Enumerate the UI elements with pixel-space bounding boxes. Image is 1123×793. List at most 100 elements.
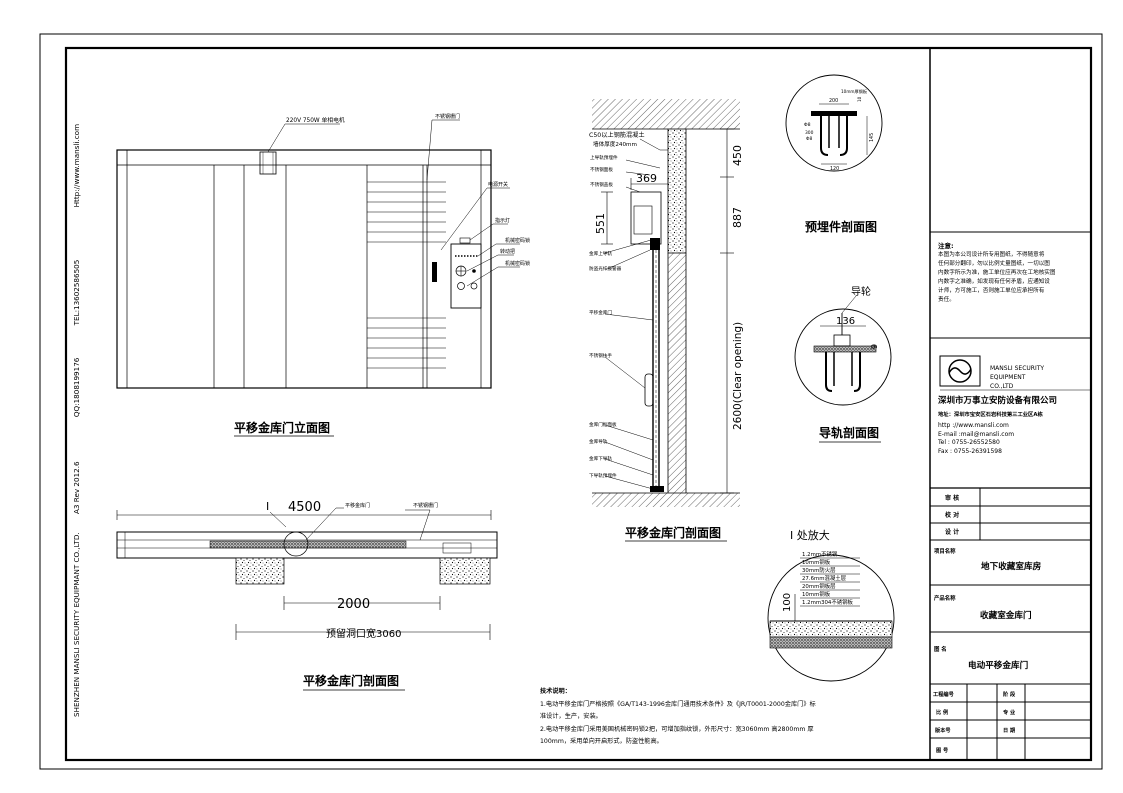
tb-cell: 工程编号 (933, 690, 954, 698)
section-label: 防盗光纤报警器 (589, 265, 622, 272)
section-label: 下导轨预埋件 (589, 472, 617, 479)
section-label: 平移金库门 (589, 309, 612, 316)
elevation-louvers-bottom (367, 317, 446, 369)
company-en-line: CO.,LTD (990, 383, 1014, 390)
tb-cell: 比 例 (936, 708, 948, 716)
notes-heading: 注意: (938, 242, 954, 250)
plan-dim-opening: 预留洞口宽3060 (326, 627, 401, 640)
tb-drawing: 电动平移金库门 (968, 659, 1029, 671)
enlarge-layer: 10mm钢板 (802, 558, 831, 566)
enlarge-layer: 20mm钢板层 (802, 582, 836, 590)
notes-line: 计师，方可施工，否则施工单位应承担所有 (938, 288, 1045, 294)
section-label: 金库上导轨 (589, 250, 612, 257)
side-web: Http://www.mansli.com (72, 123, 81, 208)
company-en-line: EQUIPMENT (990, 374, 1026, 381)
tb-cell: 专 业 (1003, 708, 1015, 716)
company-fax: Fax : 0755-26391598 (938, 447, 1002, 455)
tb-product-label: 产品名称 (934, 594, 956, 602)
notes-line: 内数字之准确，如发现有任何矛盾，应通知设 (938, 279, 1050, 285)
label-motor: 220V 750W 单相电机 (286, 116, 345, 124)
rail-detail (794, 295, 892, 406)
side-rev: A3 Rev 2012.6 (72, 461, 81, 514)
plan-dim-width: 4500 (288, 500, 321, 515)
embed-dim-145: 145 (869, 133, 875, 142)
rail-dim-9: 9 (870, 344, 879, 349)
company-email: E-mail :mail@mansli.com (938, 430, 1015, 438)
embed-dim-300: 300 (805, 130, 814, 136)
side-qq: QQ:1808199176 (72, 357, 81, 418)
plan-detail-mark: I (266, 500, 269, 513)
tb-drawing-label: 图 名 (934, 645, 947, 653)
enlarge-layer: 1.2mm不锈钢 (802, 550, 837, 558)
notes-line: 内数字所示为准，施工单位应再次在工地核实图 (938, 270, 1056, 276)
tb-cell: 日 期 (1003, 726, 1015, 734)
section-view (592, 99, 740, 507)
plan-view (116, 507, 498, 640)
label-grille-door: 不锈钢栅门 (435, 113, 460, 120)
notes-line: 任何部分翻印，勿以比例丈量图纸，一切以图 (938, 261, 1050, 267)
tb-cell: 阶 段 (1003, 690, 1016, 698)
plan-title: 平移金库门剖面图 (303, 673, 399, 688)
embed-dim-10: 10 (857, 96, 862, 102)
enlarge-layer: 10mm钢板 (802, 590, 831, 598)
tech-notes: 技术说明： 1.电动平移金库门严格按照《GA/T143-1996金库门通用技术条… (540, 686, 900, 749)
company-name-en: MANSLI SECURITY EQUIPMENT CO.,LTD (990, 364, 1044, 391)
company-address: 地址：深圳市宝安区石岩科技第三工业区A栋 (938, 412, 1043, 418)
notes-panel: 注意: 本图为本公司设计所专用图纸，不得随意将 任何部分翻印，勿以比例丈量图纸，… (938, 242, 1088, 305)
section-label: 不锈钢面板 (590, 166, 613, 173)
section-label: 金库门框面板 (589, 421, 617, 428)
company-web: http ://www.mansli.com (938, 422, 1009, 429)
tech-heading: 技术说明： (540, 688, 571, 695)
enlarge-layer-labels: 1.2mm不锈钢 10mm钢板 30mm防火层 27.6mm混凝土层 20mm钢… (802, 550, 854, 606)
enlarge-detail (767, 554, 895, 682)
title-block-grid (930, 488, 1091, 760)
embed-dim-120: 120 (830, 166, 839, 172)
tb-check-label: 校 对 (945, 511, 959, 519)
sheet-frame (39, 33, 1103, 770)
tb-cell: 图 号 (936, 746, 948, 754)
company-tel: Tel : 0755-26552580 (938, 439, 1000, 447)
enlarge-layer: 1.2mm304不锈钢板 (802, 598, 854, 606)
elevation-leaders (267, 119, 520, 287)
tb-cell: 版本号 (934, 726, 951, 734)
notes-line: 责任。 (938, 297, 955, 303)
company-panel: MANSLI SECURITY EQUIPMENT CO.,LTD 深圳市万事立… (938, 340, 1090, 490)
side-info-strip: SHENZHEN MANSLI SECURITY EQUIPMANT CO.,L… (72, 124, 81, 717)
section-concrete-note-2: 墙体厚度240mm (593, 140, 637, 148)
embed-detail (785, 74, 883, 172)
section-dim-2600: 2600(Clear opening) (732, 322, 744, 430)
embed-dim-phi: Φ8 (804, 122, 811, 128)
section-title: 平移金库门剖面图 (625, 525, 721, 540)
section-label: 不锈钢扶手 (589, 352, 612, 359)
tb-review-label: 审 核 (945, 494, 959, 502)
section-side-labels: 上导轨预埋件 不锈钢面板 不锈钢盖板 金库上导轨 防盗光纤报警器 平移金库门 不… (589, 154, 622, 479)
company-contact: http ://www.mansli.com E-mail :mail@mans… (938, 422, 1014, 456)
tb-product: 收藏室金库门 (980, 609, 1032, 621)
company-name-cn: 深圳市万事立安防设备有限公司 (938, 396, 1058, 406)
tech-line: 2.电动平移金库门采用美国机械密码锁2把，可增加指纹锁，外形尺寸：宽3060mm… (540, 725, 814, 733)
tb-design-label: 设 计 (945, 528, 959, 536)
enlarge-layer: 27.6mm混凝土层 (802, 574, 847, 582)
plan-label-grille: 不锈钢栅门 (413, 502, 438, 509)
rail-title: 导轨剖面图 (819, 425, 879, 440)
section-dim-450: 450 (731, 145, 744, 166)
enlarge-dim-100: 100 (782, 593, 793, 612)
company-logo (939, 355, 1091, 391)
plan-dim-door: 2000 (337, 597, 370, 612)
plan-label-vault-door: 平移金库门 (345, 502, 370, 509)
tech-line: 1.电动平移金库门严格按照《GA/T143-1996金库门通用技术条件》及《JR… (540, 700, 816, 708)
company-en-line: MANSLI SECURITY (990, 365, 1045, 372)
tb-grid-cells: 工程编号 阶 段 比 例 专 业 版本号 日 期 图 号 (933, 690, 1016, 754)
section-label: 上导轨预埋件 (590, 154, 618, 161)
notes-line: 本图为本公司设计所专用图纸，不得随意将 (938, 252, 1045, 258)
embed-title: 预埋件剖面图 (805, 219, 877, 234)
elevation-view (116, 119, 520, 389)
side-tel: TEL:13602586505 (72, 259, 81, 326)
tb-project: 地下收藏室库房 (981, 560, 1042, 572)
section-dim-887: 887 (731, 207, 744, 228)
section-dim-551: 551 (594, 213, 607, 234)
enlarge-leader-lines (800, 557, 860, 607)
label-indicator: 指示灯 (495, 217, 510, 224)
embed-dim-plate: 10mm厚钢板 (841, 88, 868, 95)
